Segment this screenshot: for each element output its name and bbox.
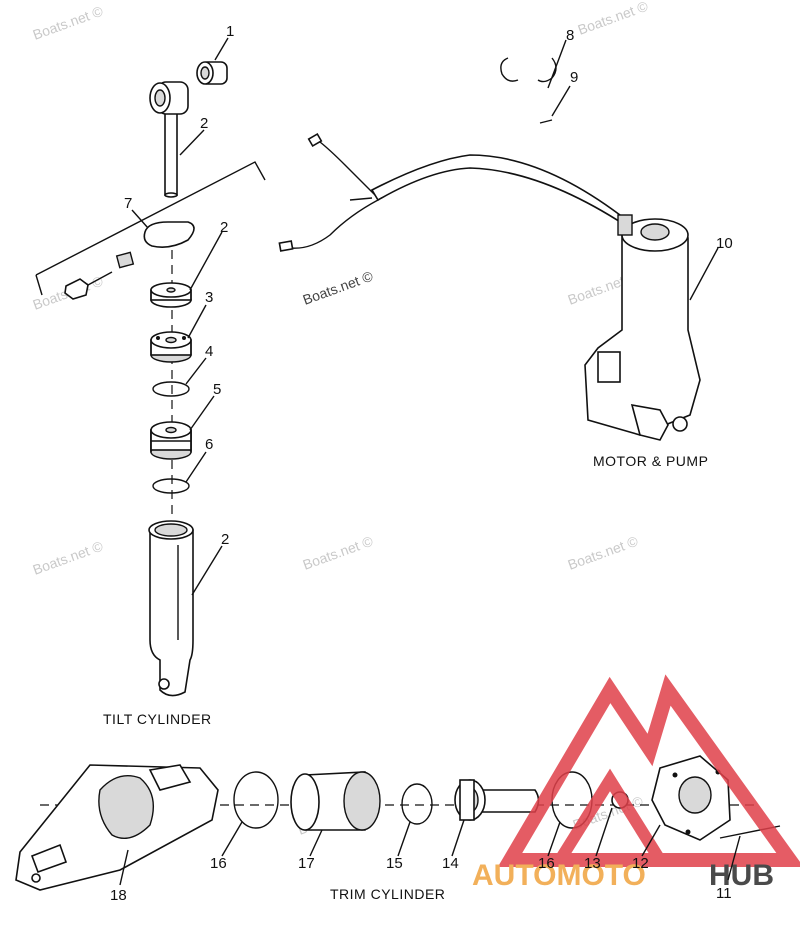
watermark: Boats.net ©: [576, 0, 651, 38]
callout-2: 2: [220, 219, 228, 236]
callout-16: 16: [210, 855, 227, 872]
watermark: Boats.net ©: [301, 532, 376, 572]
part-16-o-ring: [233, 771, 279, 829]
mount-plane-line: [35, 161, 266, 276]
part-14-trim-piston: [454, 779, 540, 821]
callout-18: 18: [110, 887, 127, 904]
callout-2: 2: [200, 115, 208, 132]
mount-plane-line: [35, 274, 43, 296]
callout-17: 17: [298, 855, 315, 872]
callout-3: 3: [205, 289, 213, 306]
part-1-bushing: [196, 61, 228, 85]
part-2-tilt-cylinder-body: [148, 520, 194, 697]
part-2-pivot-pin: [149, 81, 189, 198]
part-3-gland-cap: [150, 331, 192, 363]
leader-lines: [119, 37, 741, 886]
part-5-piston: [150, 421, 192, 460]
logo-graphic: [497, 674, 800, 867]
callout-15: 15: [386, 855, 403, 872]
part-18-trim-housing: [15, 764, 219, 891]
part-12-end-cap: [651, 755, 731, 841]
callout-9: 9: [570, 69, 578, 86]
callout-13: 13: [584, 855, 601, 872]
callout-16: 16: [538, 855, 555, 872]
part-4-o-ring: [152, 381, 190, 397]
callout-4: 4: [205, 343, 213, 360]
caption-tilt-cylinder: TILT CYLINDER: [103, 711, 212, 727]
callouts: 1 2 7 2 3 4 5 6 2 8 9 10 16 17 15 14 16 …: [110, 23, 733, 904]
logo-text-part1: AUTOMOTO: [472, 859, 646, 892]
watermark: Boats.net ©: [301, 267, 376, 307]
callout-10: 10: [716, 235, 733, 252]
callout-8: 8: [566, 27, 574, 44]
callout-1: 1: [226, 23, 234, 40]
caption-motor-pump: MOTOR & PUMP: [593, 453, 708, 469]
part-10-motor-pump: [278, 132, 701, 441]
watermark: Boats.net ©: [31, 2, 106, 42]
callout-2: 2: [221, 531, 229, 548]
part-6-o-ring: [152, 478, 190, 494]
caption-trim-cylinder: TRIM CYLINDER: [330, 886, 445, 902]
callout-11: 11: [716, 885, 732, 902]
part-2-washer: [150, 282, 192, 308]
part-9-screw: [539, 119, 553, 124]
part-15-o-ring: [401, 783, 433, 825]
logo-text-part2: HUB: [709, 859, 774, 892]
callout-5: 5: [213, 381, 221, 398]
part-17-sleeve: [290, 771, 381, 831]
callout-7: 7: [124, 195, 132, 212]
part-7-clamp: [64, 221, 195, 300]
watermark: Boats.net ©: [566, 532, 641, 572]
callout-6: 6: [205, 436, 213, 453]
callout-12: 12: [632, 855, 649, 872]
watermark: Boats.net ©: [31, 537, 106, 577]
part-8-wire-clips: [500, 57, 557, 83]
callout-14: 14: [442, 855, 459, 872]
